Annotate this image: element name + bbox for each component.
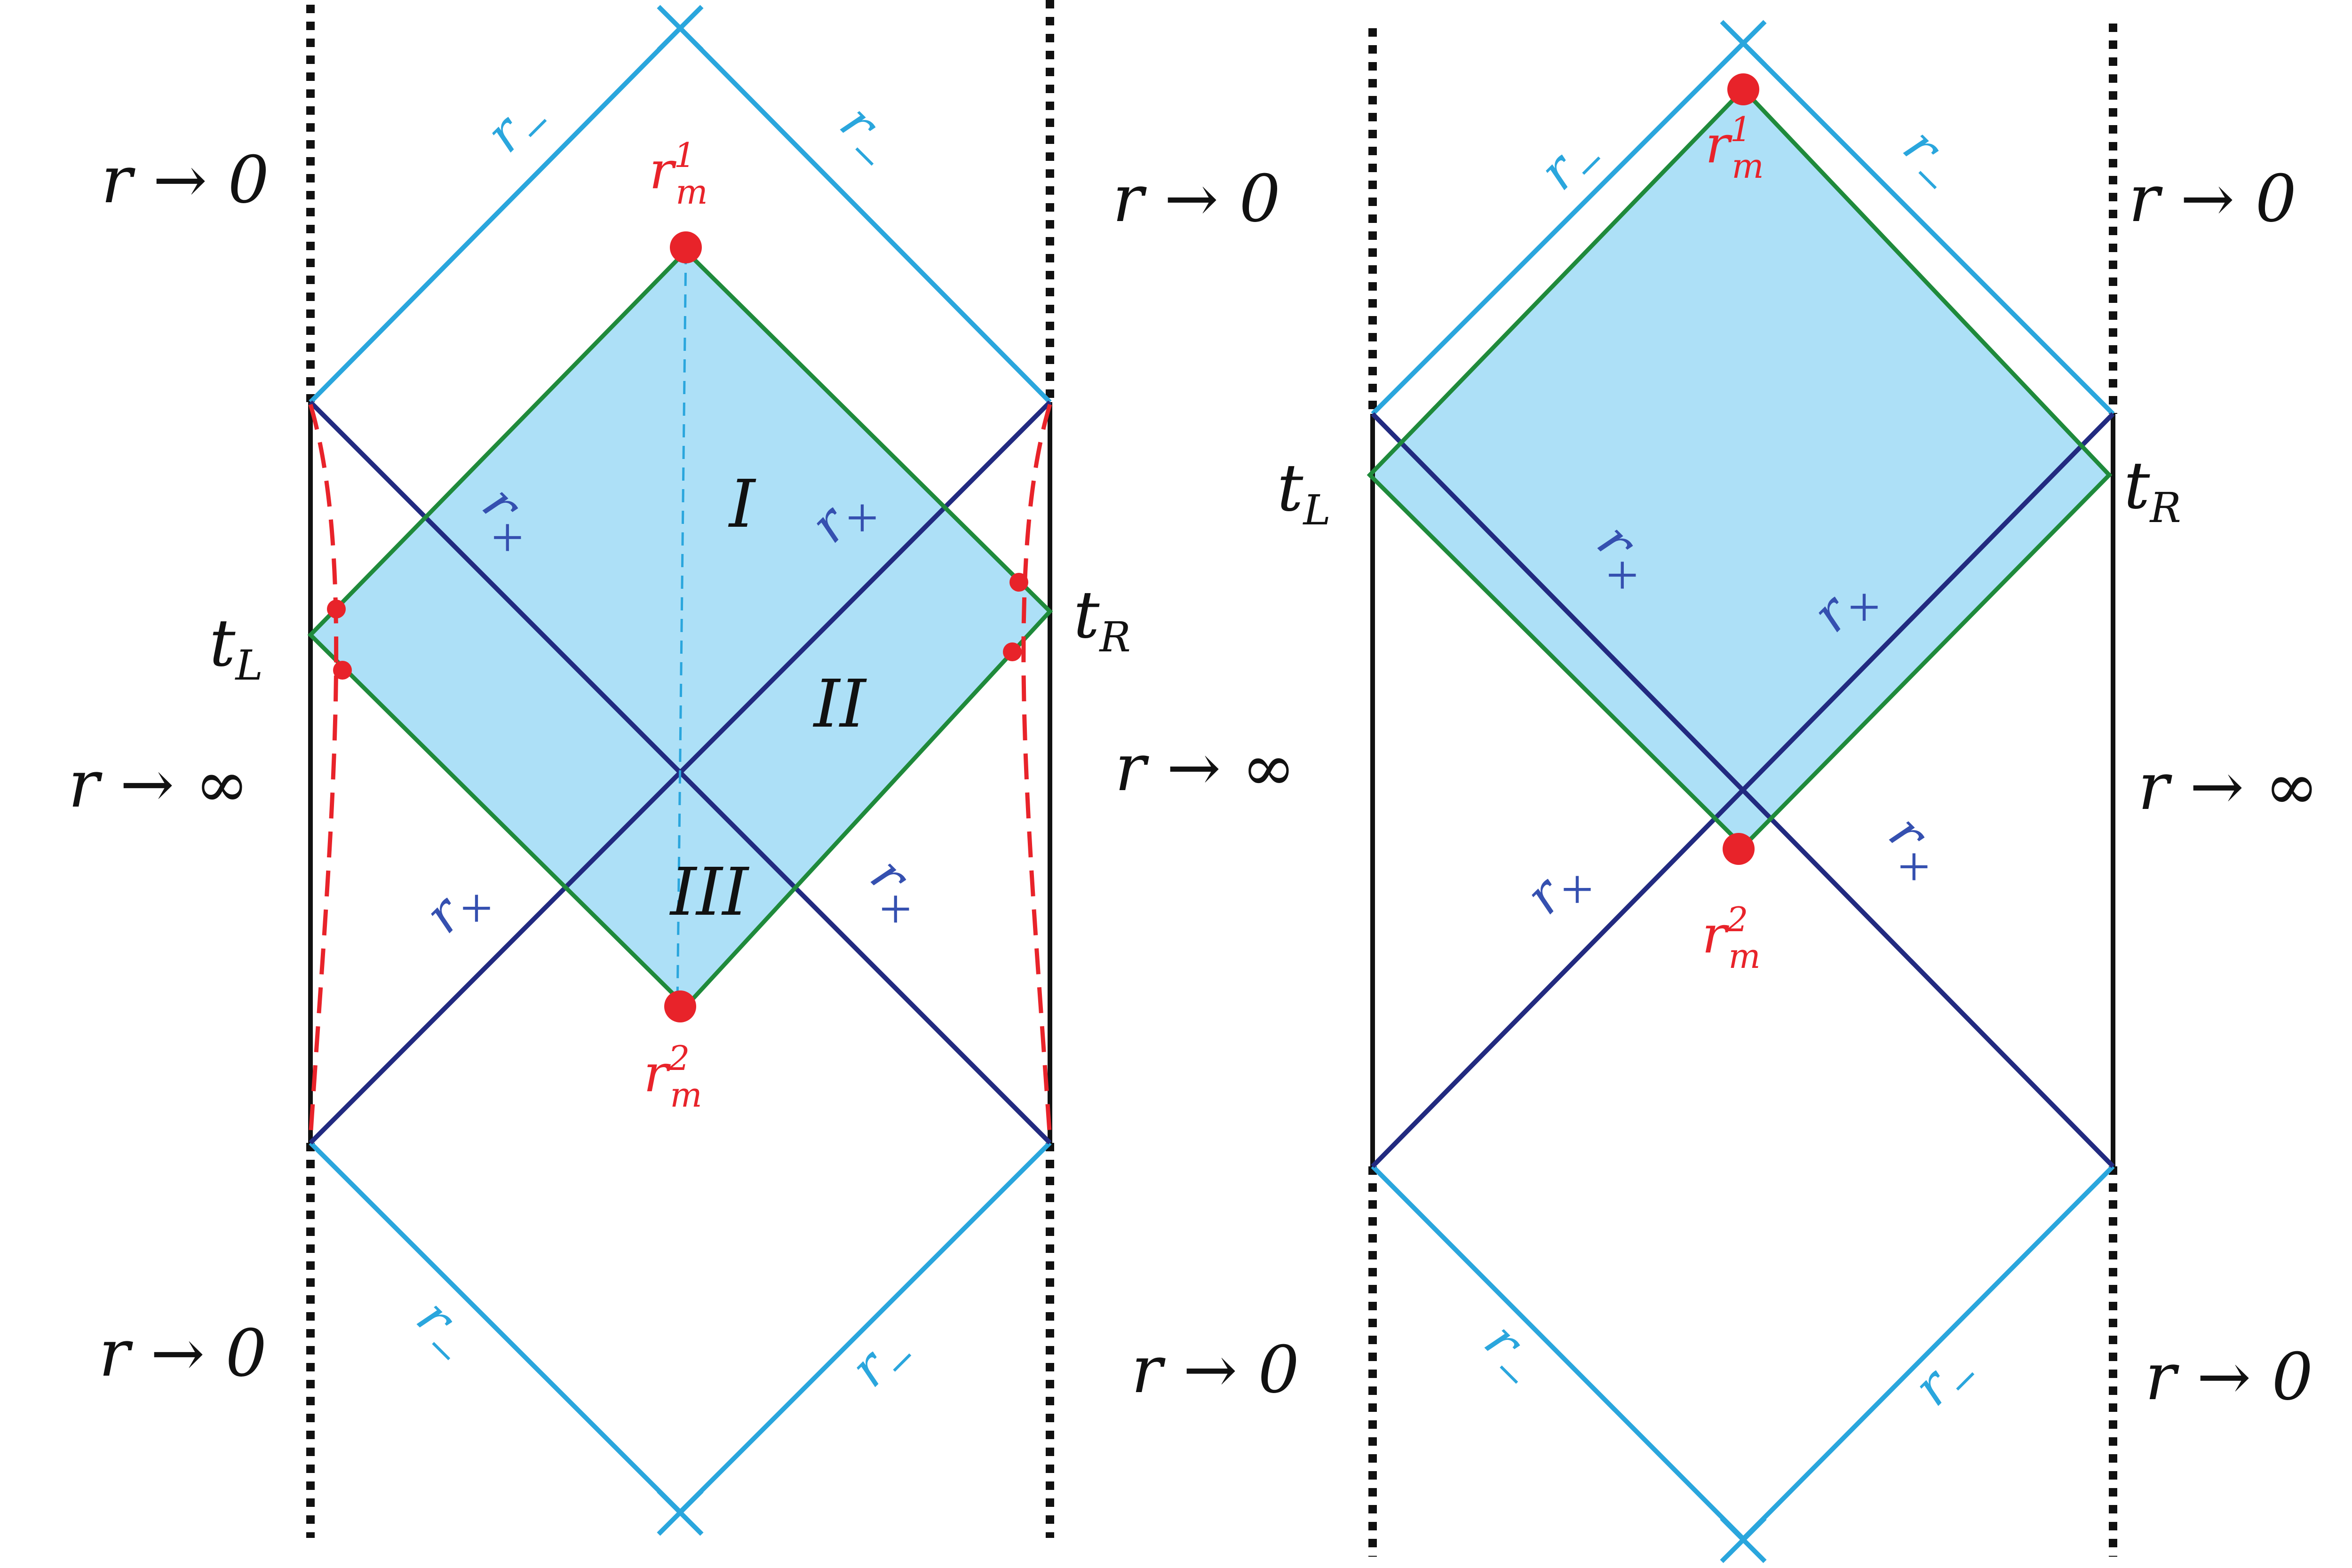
left-label-t-R: tR (1073, 577, 1131, 661)
right-top-cross-b (1720, 20, 1767, 67)
left-label-region-II: II (812, 666, 867, 743)
left-label-r-minus-top-right: r− (822, 93, 911, 182)
right-label-r-to-0-top-right: r → 0 (2129, 161, 2296, 237)
right-shaded-region (1370, 89, 2109, 847)
left-label-r-to-0-top: r → 0 (101, 142, 269, 218)
left-label-region-III: III (669, 854, 750, 931)
left-rm2-point (664, 990, 696, 1022)
left-red-dashed-curve-left (308, 404, 339, 1139)
left-label-t-L: tL (209, 605, 263, 689)
right-label-r-to-0-top-left: r → 0 (1112, 161, 1280, 237)
right-label-t-R: tR (2124, 448, 2181, 532)
right-label-r-minus-top-right: r− (1885, 117, 1974, 206)
left-red-point-3 (1009, 573, 1028, 592)
left-dashed-axis (676, 251, 687, 1007)
right-label-r-to-infinity-right: r → ∞ (2138, 749, 2319, 824)
right-label-r-cross-lower-right: r× (1871, 803, 1960, 893)
left-label-r-minus-bottom-left: r− (398, 1288, 487, 1377)
right-label-r-to-0-bottom-left: r → 0 (1131, 1332, 1299, 1408)
right-label-r-to-0-bottom-right: r → 0 (2145, 1339, 2313, 1415)
right-outer-horizon-ascending (1371, 412, 2115, 1168)
left-label-r-cross-lower-right: r× (852, 846, 942, 935)
right-label-r-cross-lower-left: r× (1514, 843, 1603, 933)
right-label-r-minus-bottom-left: r− (1466, 1311, 1555, 1400)
right-label-r-to-infinity-left: r → ∞ (1115, 730, 1295, 806)
left-red-point-4 (1003, 642, 1022, 661)
left-bottom-cross-b (657, 1489, 704, 1536)
right-penrose-diagram: r → 0 r → 0 r → 0 r → 0 r → ∞ r → ∞ tL t… (1112, 20, 2319, 1563)
left-red-point-1 (327, 600, 346, 618)
right-label-r-minus-bottom-right: r− (1902, 1335, 1991, 1424)
right-rm2-point (1723, 833, 1755, 865)
right-rm1-point (1727, 73, 1759, 105)
left-label-r-cross-lower-left: r× (413, 862, 502, 951)
right-bottom-cross-b (1720, 1516, 1767, 1563)
left-top-cross-b (657, 5, 704, 52)
left-label-r-to-infinity: r → ∞ (68, 746, 249, 822)
right-label-r-minus-top-left: r− (1528, 119, 1617, 208)
left-label-r-to-0-bottom: r → 0 (99, 1315, 267, 1391)
left-red-dashed-curve-right (1021, 404, 1052, 1139)
left-label-r-minus-bottom-right: r− (839, 1316, 928, 1405)
right-label-t-L: tL (1277, 450, 1331, 534)
left-label-region-I: I (728, 466, 756, 543)
left-red-point-2 (333, 661, 352, 680)
left-rm1-point (670, 231, 702, 263)
